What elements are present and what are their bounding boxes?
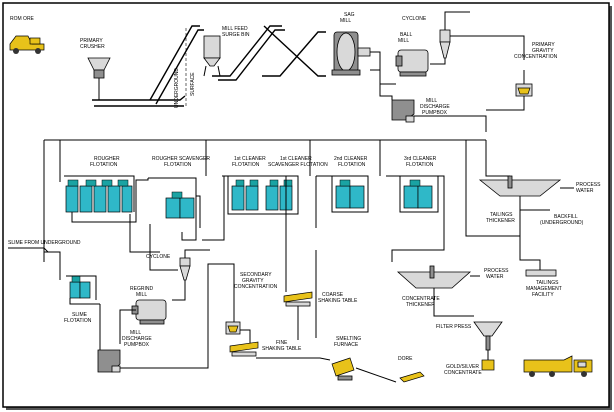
rougher-flotation-cells [64, 175, 135, 213]
sag-feed-conveyor [262, 31, 326, 77]
filter-press-label: FILTER PRESS [436, 324, 472, 330]
feed-conveyor-2 [218, 29, 285, 81]
rougher-tail-line [71, 178, 149, 223]
furnace-to-dore [355, 367, 397, 383]
concentrate-thickener [396, 265, 472, 289]
cleaner3-lines [386, 175, 445, 262]
primary-crusher-label: PRIMARY CRUSHER [80, 38, 105, 50]
secondary-gravity-label: SECONDARY GRAVITY CONCENTRATION [234, 272, 278, 290]
pumpbox-bottom-lines [99, 263, 228, 369]
thickener-to-filter [433, 288, 474, 317]
cleaner2-lines [315, 175, 369, 228]
cyclone-bottom [179, 257, 191, 281]
cleaner3-flotation-cells [403, 179, 433, 209]
ball-mill [395, 49, 429, 77]
cleaner3-label: 3rd CLEANER FLOTATION [404, 156, 438, 168]
scavenger-lines [148, 177, 201, 241]
concentrate-bin [481, 359, 495, 371]
fine-shaking-table [229, 341, 259, 357]
primary-gravity-label: PRIMARY GRAVITY CONCENTRATION [514, 42, 558, 60]
slime-feed-down [44, 251, 61, 280]
sag-mill-label: SAG MILL [340, 12, 356, 24]
concentrate-thickener-label: CONCENTRATE THICKENER [402, 296, 441, 308]
primary-crusher [87, 57, 111, 79]
cyclone-bottom-lines [172, 249, 210, 301]
fine-shaking-table-label: FINE SHAKING TABLE [262, 340, 302, 352]
surge-bin-label: MILL FEED SURGE BIN [222, 26, 250, 38]
secondary-gravity-lines [228, 263, 251, 344]
cleaner1-scavenger-label: 1st CLEANER SCAVENGER FLOTATION [268, 156, 328, 168]
sag-mill [331, 31, 371, 76]
slime-feed-line [8, 247, 49, 253]
tmf-label: TAILINGS MANAGEMENT FACILITY [526, 280, 563, 298]
slime-from-underground-label: SLIME FROM UNDERGROUND [8, 240, 81, 246]
slime-flotation-label: SLIME FLOTATION [64, 312, 92, 324]
incline-conveyor [149, 25, 200, 101]
loader-truck-icon [9, 35, 45, 54]
process-water-2-label: PROCESS WATER [484, 268, 510, 280]
rougher-scavenger-flotation-cells [165, 191, 195, 219]
primary-gravity-concentrator [515, 83, 533, 97]
mill-feed-surge-bin [203, 35, 221, 77]
pumpbox-top-label: MILL DISCHARGE PUMPBOX [420, 98, 451, 116]
cleaner1-scavenger-cells [265, 179, 293, 211]
haul-truck-icon [523, 355, 593, 377]
flotation-header-line [43, 139, 486, 262]
incline-conveyor-lower [155, 29, 204, 105]
smelting-furnace [331, 357, 355, 381]
gold-silver-label: GOLD/SILVER CONCENTRATE [444, 364, 482, 376]
process-water-1-label: PROCESS WATER [576, 182, 602, 194]
conveyor-underground [92, 95, 186, 101]
rougher-scavenger-label: ROUGHER SCAVENGER FLOTATION [152, 156, 211, 168]
to-tmf-line [519, 236, 541, 270]
rougher-return-lines [129, 214, 160, 256]
mill-discharge-pumpbox-bottom [97, 349, 121, 373]
sag-cross-conveyor [263, 25, 326, 77]
regrind-mill-label: REGRIND MILL [130, 286, 154, 298]
coarse-shaking-table-label: COARSE SHAKING TABLE [318, 292, 358, 304]
cyclone-lines [430, 11, 470, 65]
rom-ore-label: ROM ORE [10, 16, 35, 22]
surface-label: SURFACE [190, 72, 196, 96]
dore-label: DORE [398, 356, 413, 362]
mill-discharge-pumpbox-top [391, 99, 415, 123]
cleaner1-lines [202, 175, 299, 241]
smelting-furnace-label: SMELTING FURNACE [334, 336, 363, 348]
underground-label: UNDERGROUND [174, 68, 180, 108]
dore-bar [399, 371, 425, 383]
tailings-thickener-label: TAILINGS THICKENER [486, 212, 515, 224]
secondary-gravity-concentrator [225, 321, 241, 335]
rougher-label: ROUGHER FLOTATION [90, 156, 121, 168]
flotation-feed-lines [205, 140, 510, 177]
pumpbox-top-lines [414, 96, 525, 132]
cyclone-top-label: CYCLONE [402, 16, 427, 22]
cleaner2-label: 2nd CLEANER FLOTATION [334, 156, 369, 168]
cleaner1-flotation-cells [231, 179, 259, 211]
cleaner1-label: 1st CLEANER FLOTATION [232, 156, 267, 168]
filter-press [473, 321, 503, 351]
tailings-lines [465, 140, 550, 237]
fine-table-line [256, 357, 331, 361]
coarse-table-lines [285, 176, 317, 340]
slime-lines [66, 275, 100, 305]
cyclone-bottom-label: CYCLONE [146, 254, 171, 260]
cleaner2-flotation-cells [335, 179, 365, 209]
sag-discharge-line [370, 51, 396, 85]
backfill-label: BACKFILL (UNDERGROUND) [540, 214, 584, 226]
ball-mill-label: BALL MILL [398, 32, 413, 44]
regrind-lines [119, 256, 178, 344]
tailings-management-facility [525, 269, 557, 277]
tailings-thickener [478, 175, 562, 210]
to-pumpbox [379, 84, 393, 100]
pumpbox-bottom-label: MILL DISCHARGE PUMPBOX [122, 330, 153, 348]
gravity-feed-line [450, 35, 525, 84]
feed-conveyor [212, 25, 282, 77]
